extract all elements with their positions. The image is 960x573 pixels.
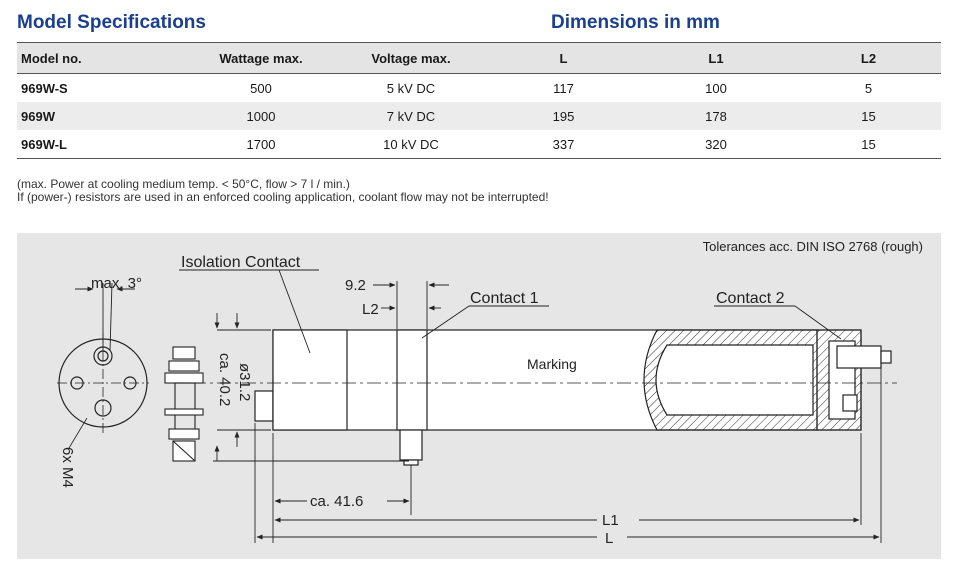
contact1-label: Contact 1 xyxy=(470,290,539,307)
model-specifications-heading: Model Specifications xyxy=(17,12,206,33)
max3-label: max. 3° xyxy=(91,275,142,292)
end-view xyxy=(57,282,149,449)
table-row: 969W 1000 7 kV DC 195 178 15 xyxy=(17,102,941,130)
resistor-body xyxy=(167,329,897,466)
table-row: 969W-L 1700 10 kV DC 337 320 15 xyxy=(17,130,941,159)
cell-l1: 100 xyxy=(705,80,727,96)
technical-drawing: Tolerances acc. DIN ISO 2768 (rough) xyxy=(17,233,941,559)
header-l: L xyxy=(491,42,636,74)
contact2-label: Contact 2 xyxy=(716,290,785,307)
dim-l2: L2 xyxy=(362,301,379,318)
tolerances-note: Tolerances acc. DIN ISO 2768 (rough) xyxy=(702,239,923,254)
isolation-contact xyxy=(272,329,348,431)
cell-voltage: 10 kV DC xyxy=(331,130,491,159)
header-voltage: Voltage max. xyxy=(331,42,491,74)
isolation-contact-label: Isolation Contact xyxy=(181,254,301,271)
cell-voltage: 5 kV DC xyxy=(386,80,436,96)
cell-l: 117 xyxy=(553,80,574,96)
cooling-note: (max. Power at cooling medium temp. < 50… xyxy=(17,177,350,191)
header-l1: L1 xyxy=(636,42,796,74)
cell-model: 969W-L xyxy=(17,130,191,159)
cell-l2: 15 xyxy=(796,130,941,159)
terminal-side-view xyxy=(164,346,204,462)
coolant-warning: If (power-) resistors are used in an enf… xyxy=(17,190,549,204)
header-model-no: Model no. xyxy=(17,42,191,74)
contact-2-terminal xyxy=(836,345,882,369)
table-header-row: Model no. Wattage max. Voltage max. L L1… xyxy=(17,42,941,74)
dim-9-2: 9.2 xyxy=(345,277,366,294)
dim-l1: L1 xyxy=(602,512,619,529)
dim-ca-40: ca. 40.2 xyxy=(216,353,233,406)
specifications-table: Model no. Wattage max. Voltage max. L L1… xyxy=(17,42,941,159)
dim-ca-41-6: ca. 41.6 xyxy=(310,493,363,510)
dimension-lines xyxy=(213,281,882,543)
table-row: 969W-S 500 5 kV DC 117 100 5 xyxy=(17,74,941,103)
cell-wattage: 1700 xyxy=(191,130,331,159)
cell-l: 337 xyxy=(491,130,636,159)
cell-l1: 178 xyxy=(636,102,796,130)
callouts xyxy=(179,269,842,354)
cell-model: 969W-S xyxy=(21,80,68,96)
cell-voltage: 7 kV DC xyxy=(331,102,491,130)
header-wattage: Wattage max. xyxy=(191,42,331,74)
cell-l: 195 xyxy=(491,102,636,130)
marking-label: Marking xyxy=(527,356,577,372)
drawing-svg: max. 3° 6x M4 xyxy=(57,254,897,547)
cell-wattage: 1000 xyxy=(191,102,331,130)
cell-l1: 320 xyxy=(636,130,796,159)
cell-l2: 15 xyxy=(796,102,941,130)
dim-diameter: ø31.2 xyxy=(236,363,253,401)
terminal-stub xyxy=(254,390,274,422)
contact-1 xyxy=(396,329,428,431)
thread-label: 6x M4 xyxy=(59,447,76,488)
dim-l: L xyxy=(605,530,613,547)
header-l2: L2 xyxy=(796,42,941,74)
dimensions-heading: Dimensions in mm xyxy=(551,12,720,33)
cell-model: 969W xyxy=(17,102,191,130)
cell-wattage: 500 xyxy=(250,80,272,96)
cell-l2: 5 xyxy=(864,80,873,96)
